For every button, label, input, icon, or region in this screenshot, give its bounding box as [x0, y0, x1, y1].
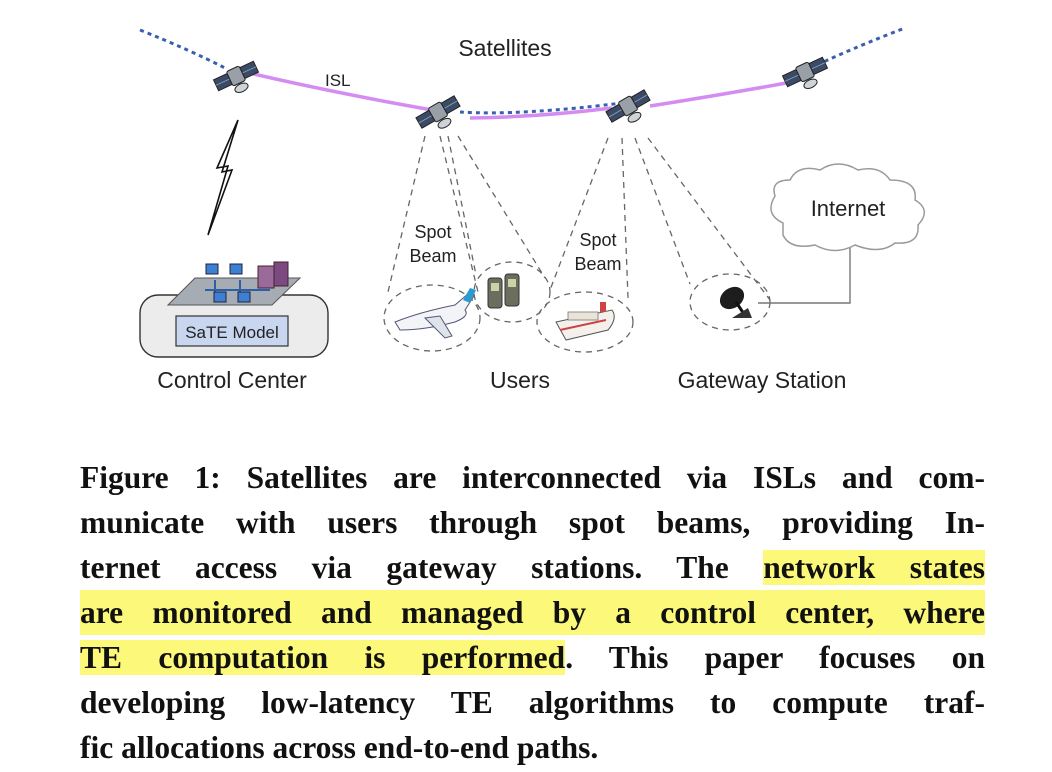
caption-text: . This paper focuses on	[565, 640, 985, 675]
cloud-icon	[770, 163, 925, 252]
sate-model-box	[175, 315, 289, 347]
internet-label: Internet	[811, 196, 886, 221]
satellite-icon	[604, 87, 657, 133]
isl-link-1	[244, 70, 433, 112]
caption-line: TE computation is performed. This paper …	[80, 635, 985, 680]
isl-link-2	[469, 106, 613, 120]
gateway-internet-link	[758, 245, 851, 304]
satellite-icon	[781, 54, 833, 98]
satellites-label: Satellites	[458, 35, 551, 61]
satellite-icon	[414, 93, 467, 139]
caption-highlight: TE computation is performed	[80, 640, 566, 675]
sate-model-label: SaTE Model	[185, 323, 279, 342]
spot-beam-1-label: Spot	[414, 222, 451, 242]
network-icon	[166, 261, 302, 306]
lightning-icon	[207, 119, 239, 236]
caption-highlight: network states	[763, 550, 985, 585]
spot-beam-2-label: Beam	[574, 254, 621, 274]
spot-beam-1	[383, 135, 551, 352]
caption-line: ternet access via gateway stations. The …	[80, 545, 985, 590]
spot-beam-2-label: Spot	[579, 230, 616, 250]
isl-label: ISL	[325, 71, 351, 90]
cruise-ship-icon	[555, 302, 615, 341]
satellite-dish-icon	[719, 286, 752, 318]
caption-highlight: are monitored and managed by a control c…	[80, 590, 985, 635]
caption-line: fic allocations across end-to-end paths.	[80, 730, 599, 765]
orbit-left-segment	[139, 28, 226, 70]
caption-line: Figure 1: Satellites are interconnected …	[80, 460, 985, 495]
caption-line: developing low-latency TE algorithms to …	[80, 685, 985, 720]
orbit-mid-segment	[459, 100, 631, 115]
caption-line: municate with users through spot beams, …	[80, 505, 985, 540]
satellite-icon	[212, 58, 264, 102]
airplane-icon	[394, 288, 476, 339]
gateway-station-label: Gateway Station	[678, 367, 847, 393]
system-figure: Satellites ISL Spot Beam Spot Beam	[139, 26, 925, 393]
spot-beam-1-label: Beam	[409, 246, 456, 266]
caption-text: ternet access via gateway stations. The	[80, 550, 764, 585]
phone-icon	[487, 273, 520, 309]
users-label: Users	[490, 367, 550, 393]
isl-link-3	[649, 80, 793, 108]
control-center-label: Control Center	[157, 367, 307, 393]
figure-caption: Figure 1: Satellites are interconnected …	[80, 455, 985, 770]
spot-beam-2	[536, 137, 771, 353]
